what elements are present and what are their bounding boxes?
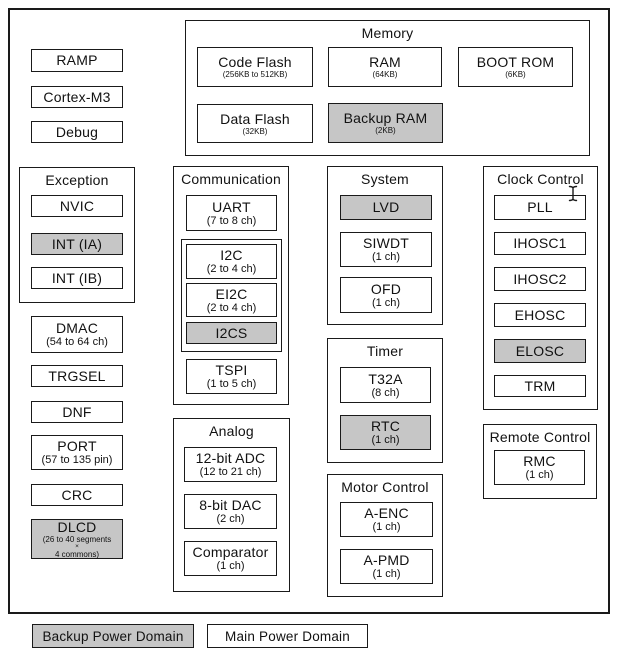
group-title-remote-control: Remote Control — [489, 429, 591, 445]
legend-backup-power-domain: Backup Power Domain — [32, 624, 194, 648]
box-int-ia: INT (IA) — [31, 233, 123, 255]
box-elosc: ELOSC — [494, 339, 586, 363]
group-title-exception: Exception — [45, 172, 109, 188]
box-ram: RAM (64KB) — [328, 47, 442, 87]
group-title-memory: Memory — [361, 25, 414, 41]
box-trm: TRM — [494, 375, 586, 397]
box-ofd: OFD (1 ch) — [340, 277, 432, 313]
box-code-flash: Code Flash (256KB to 512KB) — [197, 47, 313, 87]
group-title-clock-control: Clock Control — [497, 171, 584, 187]
box-pll: PLL — [494, 195, 586, 220]
legend-main-label: Main Power Domain — [225, 628, 350, 644]
box-ihosc1: IHOSC1 — [494, 232, 586, 255]
box-dmac: DMAC (54 to 64 ch) — [31, 316, 123, 353]
box-dlcd: DLCD (26 to 40 segments × 4 commons) — [31, 519, 123, 559]
box-ramp: RAMP — [31, 49, 123, 72]
box-tspi: TSPI (1 to 5 ch) — [186, 359, 277, 394]
group-title-communication: Communication — [181, 171, 281, 187]
box-lvd: LVD — [340, 195, 432, 220]
text-cursor-icon — [568, 185, 578, 202]
box-8bit-dac: 8-bit DAC (2 ch) — [184, 494, 277, 529]
group-title-motor-control: Motor Control — [341, 479, 429, 495]
box-i2c: I2C (2 to 4 ch) — [186, 244, 277, 279]
box-i2cs: I2CS — [186, 322, 277, 344]
box-trgsel: TRGSEL — [31, 365, 123, 387]
box-ehosc: EHOSC — [494, 303, 586, 327]
box-crc: CRC — [31, 484, 123, 506]
box-dnf: DNF — [31, 401, 123, 423]
group-title-system: System — [361, 171, 409, 187]
box-12bit-adc: 12-bit ADC (12 to 21 ch) — [184, 447, 277, 482]
legend-backup-label: Backup Power Domain — [42, 628, 184, 644]
box-cortex-m3: Cortex-M3 — [31, 86, 123, 108]
box-a-enc: A-ENC (1 ch) — [340, 502, 433, 537]
box-ei2c: EI2C (2 to 4 ch) — [186, 283, 277, 317]
box-int-ib: INT (IB) — [31, 267, 123, 289]
box-siwdt: SIWDT (1 ch) — [340, 232, 432, 267]
box-comparator: Comparator (1 ch) — [184, 541, 277, 576]
group-title-analog: Analog — [209, 423, 254, 439]
box-port: PORT (57 to 135 pin) — [31, 435, 123, 470]
box-ihosc2: IHOSC2 — [494, 267, 586, 291]
legend-main-power-domain: Main Power Domain — [207, 624, 368, 648]
box-t32a: T32A (8 ch) — [340, 367, 431, 403]
box-data-flash: Data Flash (32KB) — [197, 104, 313, 143]
box-nvic: NVIC — [31, 195, 123, 217]
box-boot-rom: BOOT ROM (6KB) — [458, 47, 573, 87]
box-a-pmd: A-PMD (1 ch) — [340, 549, 433, 584]
box-rtc: RTC (1 ch) — [340, 415, 431, 450]
box-rmc: RMC (1 ch) — [494, 450, 585, 485]
box-debug: Debug — [31, 121, 123, 143]
box-backup-ram: Backup RAM (2KB) — [328, 103, 443, 143]
chip-outer-frame — [8, 8, 610, 614]
box-uart: UART (7 to 8 ch) — [186, 195, 277, 231]
group-title-timer: Timer — [366, 343, 404, 359]
